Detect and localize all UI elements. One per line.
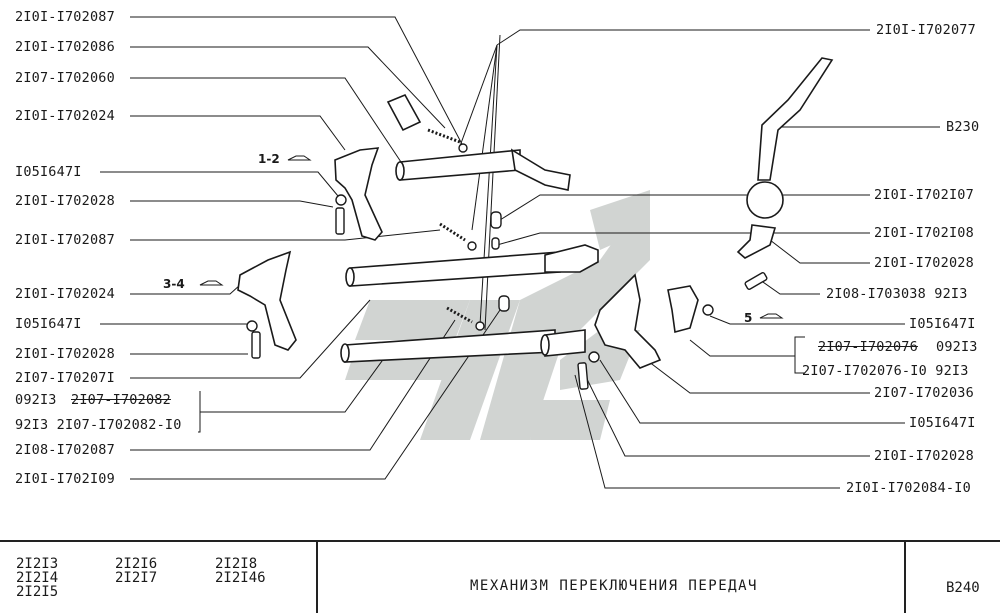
- label-09213-right: 092I3: [936, 339, 978, 355]
- model-code: 2I2I8: [215, 556, 258, 572]
- models-column-3: 2I2I8 2I2I46: [215, 557, 266, 585]
- label-2101-1702087-top: 2I0I-I702087: [15, 9, 115, 25]
- leader-lines: [100, 16, 940, 489]
- bolts: [246, 194, 768, 390]
- car-icons: [199, 155, 784, 319]
- model-code: 2I2I4: [16, 570, 59, 586]
- label-2101-1702107: 2I0I-I702I07: [874, 187, 974, 203]
- label-2101-1702108: 2I0I-I702I08: [874, 225, 974, 241]
- title-block-divider-2: [904, 540, 906, 613]
- model-code: 2I2I5: [16, 584, 59, 600]
- label-2101-1702028-bottom: 2I0I-I702028: [15, 346, 115, 362]
- label-2101-1702028-right-top: 2I0I-I702028: [874, 255, 974, 271]
- label-2107-1702082-struck: 2I07-I702082: [71, 392, 171, 408]
- label-2107-1702082-10: 92I3 2I07-I702082-I0: [15, 417, 182, 433]
- sheet-code: B240: [946, 580, 980, 596]
- label-2107-1702076-struck: 2I07-I702076: [818, 339, 918, 355]
- label-2101-1702024-bottom: 2I0I-I702024: [15, 286, 115, 302]
- models-column-1: 2I2I3 2I2I4 2I2I5: [16, 557, 58, 599]
- label-2107-1702071: 2I07-I70207I: [15, 370, 115, 386]
- model-code: 2I2I6: [115, 556, 158, 572]
- label-2108-1703038: 2I08-I703038 92I3: [826, 286, 968, 302]
- label-09213-old: 092I3: [15, 392, 57, 408]
- label-2101-1702087-mid: 2I0I-I702087: [15, 232, 115, 248]
- title-block: [0, 540, 1000, 615]
- label-2101-1702109: 2I0I-I702I09: [15, 471, 115, 487]
- label-10516471-right-bottom: I05I647I: [909, 415, 976, 431]
- page-title: МЕХАНИЗМ ПЕРЕКЛЮЧЕНИЯ ПЕРЕДАЧ: [470, 578, 758, 594]
- springs: [427, 128, 473, 324]
- gear-lever: [667, 57, 834, 334]
- label-2108-1702087: 2I08-I702087: [15, 442, 115, 458]
- rods: [340, 93, 599, 363]
- label-2101-1702077: 2I0I-I702077: [876, 22, 976, 38]
- label-10516471-right-top: I05I647I: [909, 316, 976, 332]
- label-2107-1702036: 2I07-I702036: [874, 385, 974, 401]
- model-code: 2I2I7: [115, 570, 158, 586]
- label-2107-1702076-10: 2I07-I702076-I0 92I3: [802, 363, 969, 379]
- gearshift-mechanism-diagram: [100, 16, 940, 489]
- title-block-divider-1: [316, 540, 318, 613]
- balls: [458, 143, 510, 331]
- label-2101-1702084-10: 2I0I-I702084-I0: [846, 480, 971, 496]
- label-2101-1702028-right-bottom: 2I0I-I702028: [874, 448, 974, 464]
- model-code: 2I2I3: [16, 556, 59, 572]
- models-column-2: 2I2I6 2I2I7: [115, 557, 157, 585]
- label-2101-1702028-top: 2I0I-I702028: [15, 193, 115, 209]
- label-2107-1702060: 2I07-I702060: [15, 70, 115, 86]
- label-10516471-top: I05I647I: [15, 164, 82, 180]
- label-2101-1702024-top: 2I0I-I702024: [15, 108, 115, 124]
- label-b230: B230: [946, 119, 980, 135]
- section-label-5: 5: [744, 311, 753, 325]
- forks: [237, 147, 662, 369]
- section-label-3-4: 3-4: [163, 277, 185, 291]
- section-label-1-2: 1-2: [258, 152, 280, 166]
- label-10516471-bottom: I05I647I: [15, 316, 82, 332]
- label-2101-1702086: 2I0I-I702086: [15, 39, 115, 55]
- model-code: 2I2I46: [215, 570, 266, 586]
